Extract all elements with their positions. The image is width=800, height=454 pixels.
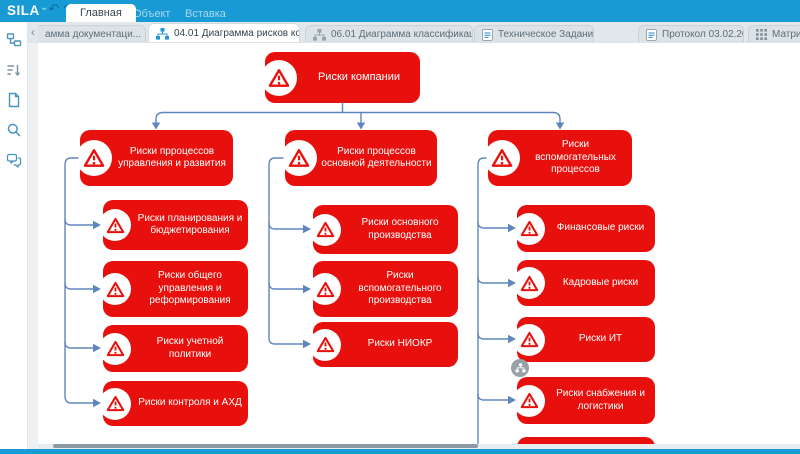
warning-triangle-icon — [261, 59, 297, 96]
document-icon[interactable] — [6, 92, 22, 108]
warning-triangle-icon — [309, 273, 341, 305]
warning-triangle-icon — [513, 323, 545, 356]
diagram-node-root[interactable]: Риски компании — [261, 52, 420, 103]
node-label: Риски вспомогательных процессов — [535, 139, 616, 176]
navigator-tree-icon[interactable] — [6, 32, 22, 48]
doc-tab-label: Техническое Задание_v2 — [498, 29, 594, 40]
diagram-node[interactable]: Риски снабжения и логистики — [513, 377, 655, 424]
horizontal-scrollbar[interactable] — [38, 444, 800, 449]
warning-triangle-icon — [309, 213, 341, 246]
doc-tab-label: 06.01 Диаграмма классификац... — [331, 29, 473, 40]
node-label: Риски компании — [317, 71, 401, 84]
warning-triangle-icon — [513, 384, 545, 417]
doc-tab-label: амма документаци... — [45, 29, 142, 40]
warning-triangle-icon — [281, 140, 317, 176]
document-tabbar: ‹ амма документаци... × 04.01 Диаграмма … — [28, 22, 800, 43]
warning-triangle-icon — [309, 328, 341, 361]
doc-tab-matrix[interactable]: Матричная 1 × — [748, 25, 800, 42]
diagram-node[interactable]: Кадровые риски — [513, 260, 655, 306]
word-document-icon — [482, 28, 493, 41]
diagram-node[interactable]: Финансовые риски — [513, 205, 655, 252]
comments-icon[interactable] — [6, 152, 22, 169]
diagram-node[interactable]: Риски общего управления и реформирования — [99, 261, 248, 317]
node-label: Риски вспомогательного производства — [358, 270, 442, 307]
node-label: Финансовые риски — [556, 222, 645, 234]
left-toolbar — [0, 22, 28, 449]
ribbon-bar: SILA ⌄ ↶ ↷ Главная Объект Вставка — [0, 0, 800, 22]
node-label: Кадровые риски — [562, 276, 639, 288]
bottom-accent-strip — [0, 449, 800, 454]
warning-triangle-icon — [513, 267, 545, 299]
doc-tab-classification-diagram[interactable]: 06.01 Диаграмма классификац... × — [305, 25, 473, 42]
horizontal-scrollbar-thumb[interactable] — [53, 444, 478, 448]
diagram-node-branch1[interactable]: Риски прроцессов управления и развития — [76, 130, 233, 186]
diagram-node[interactable]: Риски НИОКР — [309, 322, 458, 367]
app-logo: SILA — [7, 3, 40, 18]
ribbon-tab-obyekt[interactable]: Объект — [133, 8, 171, 20]
diagram-node[interactable]: Риски ИТ — [513, 317, 655, 362]
doc-tab-tech-task[interactable]: Техническое Задание_v2 × — [474, 25, 594, 42]
node-label: Риски процессов основной деятельности — [321, 145, 432, 170]
doc-tab-label: Матричная 1 — [772, 29, 800, 40]
warning-triangle-icon — [513, 443, 545, 444]
undo-icon[interactable]: ↶ — [48, 2, 60, 17]
warning-triangle-icon — [99, 209, 131, 241]
node-label: Риски НИОКР — [367, 338, 433, 350]
ribbon-tab-glavnaya[interactable]: Главная — [66, 4, 136, 22]
node-label: Риски общего управления и реформирования — [149, 270, 231, 307]
diagram-node[interactable]: Риски планирования и бюджетирования — [99, 200, 248, 250]
logo-chevron-down-icon[interactable]: ⌄ — [40, 2, 49, 13]
warning-triangle-icon — [99, 273, 131, 305]
subtree-indicator-icon[interactable] — [511, 359, 529, 377]
diagram-node-clipped[interactable] — [513, 437, 655, 444]
matrix-grid-icon — [756, 29, 767, 40]
doc-tab-label: 04.01 Диаграмма рисков комп... — [174, 28, 299, 39]
doc-tab-label: Протокол 03.02.2019 — [662, 29, 743, 40]
node-label: Риски снабжения и логистики — [556, 388, 645, 412]
sort-icon[interactable] — [6, 62, 22, 78]
node-label: Риски прроцессов управления и развития — [118, 145, 226, 170]
doc-tab-dokumentacii[interactable]: амма документаци... × — [38, 25, 146, 42]
warning-triangle-icon — [99, 387, 131, 420]
diagram-node[interactable]: Риски контроля и АХД — [99, 381, 248, 426]
diagram-canvas[interactable]: Риски компании Риски прроцессов управлен… — [38, 43, 800, 444]
diagram-node[interactable]: Риски учетной политики — [99, 325, 248, 372]
node-label: Риски планирования и бюджетирования — [137, 212, 243, 237]
diagram-node-branch2[interactable]: Риски процессов основной деятельности — [281, 130, 437, 186]
ribbon-tab-vstavka[interactable]: Вставка — [185, 8, 226, 20]
diagram-node[interactable]: Риски вспомогательного производства — [309, 261, 458, 317]
tab-scroll-left-icon[interactable]: ‹ — [31, 25, 35, 39]
warning-triangle-icon — [76, 140, 112, 176]
word-document-icon — [646, 28, 657, 41]
doc-tab-risk-diagram[interactable]: 04.01 Диаграмма рисков комп... × — [148, 23, 300, 42]
node-label: Риски учетной политики — [156, 336, 224, 360]
diagram-icon — [156, 27, 169, 40]
diagram-node[interactable]: Риски основного производства — [309, 205, 458, 254]
doc-tab-protokol[interactable]: Протокол 03.02.2019 × — [638, 25, 744, 42]
warning-triangle-icon — [99, 332, 131, 365]
diagram-node-branch3[interactable]: Риски вспомогательных процессов — [484, 130, 632, 186]
search-icon[interactable] — [6, 122, 22, 138]
node-label: Риски ИТ — [578, 333, 623, 345]
node-label: Риски основного производства — [361, 217, 439, 241]
node-label: Риски контроля и АХД — [138, 397, 242, 409]
warning-triangle-icon — [513, 212, 545, 245]
diagram-icon — [313, 28, 326, 41]
warning-triangle-icon — [484, 140, 520, 176]
